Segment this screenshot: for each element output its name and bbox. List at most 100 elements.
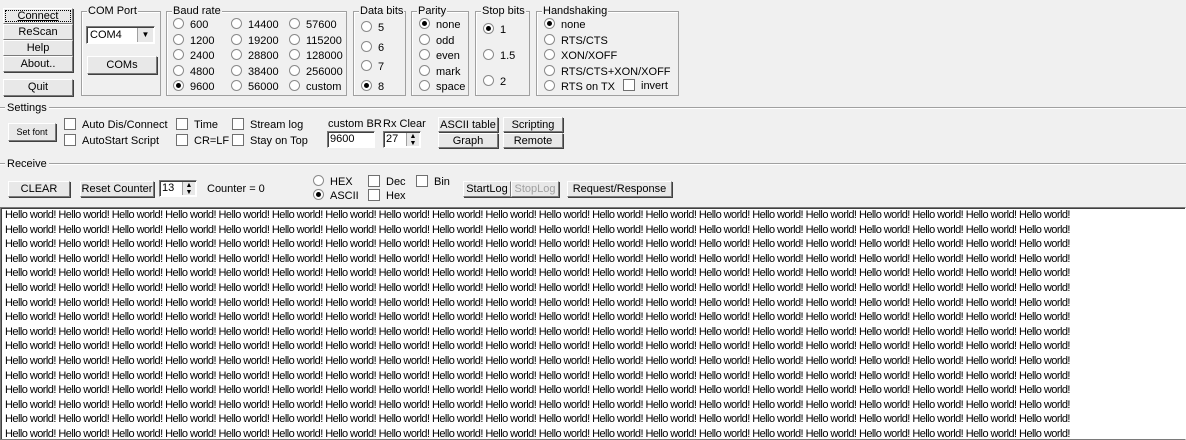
baud-radio-14400-dot[interactable]: [231, 18, 242, 29]
data-bits-radio-8[interactable]: 8: [361, 79, 384, 94]
baud-radio-custom-dot[interactable]: [289, 80, 300, 91]
parity-radio-space[interactable]: space: [419, 80, 465, 94]
data-bits-radio-5[interactable]: 5: [361, 21, 384, 35]
spin-up-icon[interactable]: ▲: [409, 133, 417, 140]
parity-radio-mark-dot[interactable]: [419, 64, 430, 76]
startlog-button[interactable]: StartLog: [463, 181, 511, 197]
baud-radio-1200[interactable]: 1200: [173, 33, 214, 48]
dec-box[interactable]: [368, 175, 380, 187]
spin-down-icon[interactable]: ▼: [185, 188, 193, 196]
handshaking-radio-rts-on-tx[interactable]: RTS on TX: [544, 80, 615, 94]
baud-radio-28800[interactable]: 28800: [231, 49, 279, 63]
baud-radio-57600-dot[interactable]: [289, 18, 300, 29]
auto-dis-connect-box[interactable]: [64, 118, 76, 130]
stoplog-button[interactable]: StopLog: [511, 181, 559, 197]
invert-checkbox-box[interactable]: [623, 79, 635, 91]
coms-button[interactable]: COMs: [87, 56, 157, 74]
ascii-radio-dot[interactable]: [313, 189, 324, 200]
invert-checkbox[interactable]: invert: [623, 79, 668, 93]
cr-lf-checkbox[interactable]: CR=LF: [176, 134, 229, 148]
parity-radio-odd-dot[interactable]: [419, 33, 430, 45]
dec-checkbox[interactable]: Dec: [368, 175, 406, 189]
stream-log-checkbox[interactable]: Stream log: [232, 118, 303, 132]
stay-on-top-box[interactable]: [232, 134, 244, 146]
baud-radio-600[interactable]: 600: [173, 18, 208, 32]
cr-lf-box[interactable]: [176, 134, 188, 146]
rescan-button[interactable]: ReScan: [3, 24, 73, 40]
spin-down-icon[interactable]: ▼: [409, 139, 417, 147]
time-checkbox[interactable]: Time: [176, 118, 218, 132]
stop-bits-radio-1[interactable]: 1: [483, 23, 506, 37]
data-bits-radio-7-dot[interactable]: [361, 60, 372, 71]
baud-radio-38400[interactable]: 38400: [231, 64, 279, 79]
baud-radio-38400-dot[interactable]: [231, 64, 242, 76]
parity-radio-none-dot[interactable]: [419, 18, 430, 29]
hex-checkbox[interactable]: Hex: [368, 189, 406, 203]
chevron-down-icon[interactable]: ▼: [137, 28, 153, 42]
baud-radio-115200-dot[interactable]: [289, 33, 300, 45]
parity-radio-even[interactable]: even: [419, 49, 460, 63]
handshaking-radio-none-dot[interactable]: [544, 18, 555, 29]
baud-radio-4800-dot[interactable]: [173, 64, 184, 76]
graph-button[interactable]: Graph: [438, 133, 498, 148]
data-bits-radio-8-dot[interactable]: [361, 79, 372, 91]
hex-box[interactable]: [368, 189, 380, 201]
data-bits-radio-5-dot[interactable]: [361, 21, 372, 32]
about-button[interactable]: About..: [3, 56, 73, 72]
reset-counter-button[interactable]: Reset Counter: [80, 181, 154, 197]
handshaking-radio-none[interactable]: none: [544, 18, 585, 32]
handshaking-radio-rts-on-tx-dot[interactable]: [544, 80, 555, 91]
stop-bits-radio-2[interactable]: 2: [483, 75, 506, 89]
hex-radio[interactable]: HEX: [313, 175, 353, 189]
baud-radio-2400[interactable]: 2400: [173, 49, 214, 63]
parity-radio-odd[interactable]: odd: [419, 33, 454, 48]
baud-radio-2400-dot[interactable]: [173, 49, 184, 60]
autostart-script-checkbox[interactable]: AutoStart Script: [64, 134, 159, 148]
stop-bits-radio-1-dot[interactable]: [483, 23, 494, 34]
data-bits-radio-6-dot[interactable]: [361, 40, 372, 52]
remote-button[interactable]: Remote: [503, 133, 563, 148]
spin-up-icon[interactable]: ▲: [185, 182, 193, 189]
baud-radio-57600[interactable]: 57600: [289, 18, 337, 32]
handshaking-radio-xon-xoff[interactable]: XON/XOFF: [544, 49, 617, 63]
clear-button[interactable]: CLEAR: [8, 181, 70, 197]
baud-radio-256000-dot[interactable]: [289, 64, 300, 76]
parity-radio-none[interactable]: none: [419, 18, 460, 32]
stop-bits-radio-1-5-dot[interactable]: [483, 49, 494, 60]
parity-radio-mark[interactable]: mark: [419, 64, 460, 79]
parity-radio-space-dot[interactable]: [419, 80, 430, 91]
rx-clear-stepper[interactable]: 27 ▲▼: [383, 131, 421, 148]
baud-radio-256000[interactable]: 256000: [289, 64, 343, 79]
ascii-radio[interactable]: ASCII: [313, 189, 359, 203]
time-box[interactable]: [176, 118, 188, 130]
hex-radio-dot[interactable]: [313, 175, 324, 186]
baud-radio-9600[interactable]: 9600: [173, 80, 214, 94]
set-font-button[interactable]: Set font: [8, 123, 56, 141]
baud-radio-9600-dot[interactable]: [173, 80, 184, 91]
baud-radio-115200[interactable]: 115200: [289, 33, 342, 48]
stream-log-box[interactable]: [232, 118, 244, 130]
baud-radio-custom[interactable]: custom: [289, 80, 341, 94]
custom-br-input[interactable]: 9600: [327, 131, 375, 148]
baud-radio-4800[interactable]: 4800: [173, 64, 214, 79]
receive-terminal[interactable]: Hello world! Hello world! Hello world! H…: [0, 207, 1186, 440]
baud-radio-600-dot[interactable]: [173, 18, 184, 29]
baud-radio-1200-dot[interactable]: [173, 33, 184, 45]
autostart-script-box[interactable]: [64, 134, 76, 146]
handshaking-radio-rts-cts[interactable]: RTS/CTS: [544, 33, 608, 48]
baud-radio-19200[interactable]: 19200: [231, 33, 279, 48]
data-bits-radio-6[interactable]: 6: [361, 40, 384, 55]
rx-clear-spin[interactable]: ▲▼: [406, 133, 419, 147]
handshaking-radio-rts-cts-xon-xoff-dot[interactable]: [544, 64, 555, 76]
request-response-button[interactable]: Request/Response: [567, 181, 672, 197]
help-button[interactable]: Help: [3, 40, 73, 56]
handshaking-radio-rts-cts-xon-xoff[interactable]: RTS/CTS+XON/XOFF: [544, 64, 671, 79]
connect-button[interactable]: Connect: [3, 8, 73, 24]
baud-radio-128000-dot[interactable]: [289, 49, 300, 60]
handshaking-radio-rts-cts-dot[interactable]: [544, 33, 555, 45]
baud-radio-28800-dot[interactable]: [231, 49, 242, 60]
counter-stepper[interactable]: 13 ▲▼: [159, 180, 197, 197]
quit-button[interactable]: Quit: [3, 79, 73, 96]
baud-radio-19200-dot[interactable]: [231, 33, 242, 45]
counter-spin[interactable]: ▲▼: [182, 182, 195, 196]
